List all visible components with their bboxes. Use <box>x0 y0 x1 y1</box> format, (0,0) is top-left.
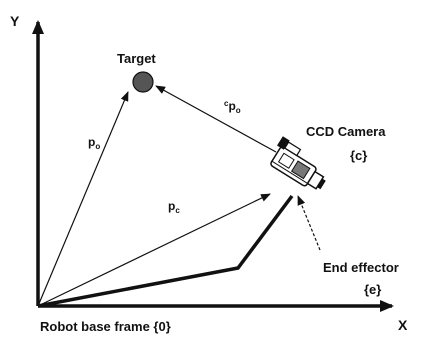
camera-frame-label: {c} <box>350 148 367 163</box>
label-p-o-main: p <box>88 135 95 149</box>
label-p-c: pc <box>168 199 180 215</box>
label-cp-o: cpo <box>224 99 241 115</box>
camera-label: CCD Camera <box>306 124 386 139</box>
label-p-c-main: p <box>168 199 175 213</box>
label-cp-o-main: p <box>228 99 235 113</box>
y-axis-label: Y <box>10 13 20 29</box>
ccd-camera-icon <box>270 136 326 190</box>
label-p-o-sub: o <box>95 142 100 151</box>
end-effector-label: End effector <box>323 260 399 275</box>
label-cp-o-sub: o <box>236 106 241 115</box>
base-frame-label: Robot base frame {0} <box>40 319 171 334</box>
end-effector-frame-label: {e} <box>364 282 381 297</box>
end-effector-pointer <box>297 195 321 251</box>
target-marker <box>132 71 154 93</box>
label-p-c-sub: c <box>175 206 180 215</box>
vector-cp-o <box>155 85 277 153</box>
robot-arm-links <box>37 194 294 308</box>
label-cp-o-sup: c <box>224 99 229 108</box>
target-label: Target <box>117 51 156 66</box>
vector-p-o <box>37 91 129 307</box>
x-axis-label: X <box>398 317 408 333</box>
vector-p-c <box>37 193 271 307</box>
label-p-o: po <box>88 135 100 151</box>
